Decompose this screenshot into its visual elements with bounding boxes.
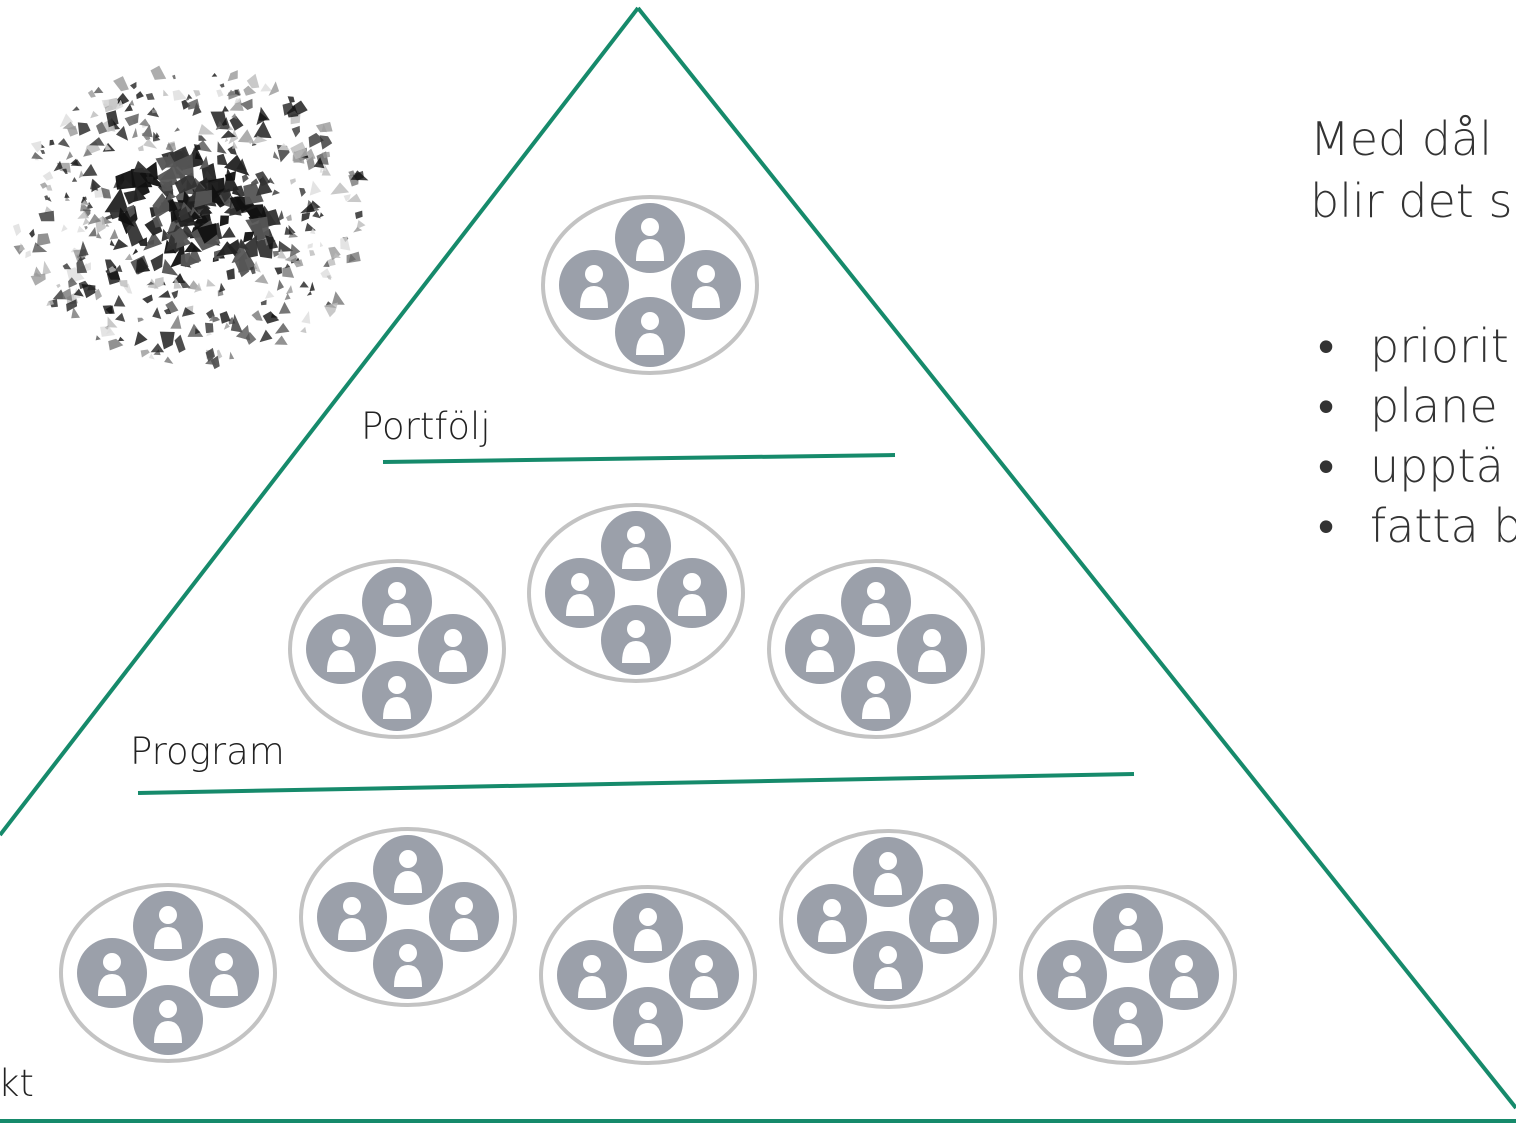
person-icon [613,987,683,1057]
person-icon [306,614,376,684]
person-icon [133,985,203,1055]
person-icon [853,837,923,907]
person-icon [897,614,967,684]
person-icon [613,893,683,963]
people-group-icon [541,195,759,375]
portfolio-divider [382,453,896,464]
bullet-list: priorit plane upptä fatta b [1318,316,1516,556]
person-icon [841,661,911,731]
people-group-icon [527,503,745,683]
person-icon [853,931,923,1001]
person-icon [797,884,867,954]
person-icon [429,882,499,952]
person-icon [909,884,979,954]
person-icon [557,940,627,1010]
program-divider [137,772,1135,795]
people-group-icon [288,559,506,739]
person-icon [671,250,741,320]
program-label: Program [130,730,285,773]
person-icon [77,938,147,1008]
person-icon [841,567,911,637]
headline-line-1: Med dål [1310,112,1492,166]
person-icon [545,558,615,628]
group-circles [59,195,1237,1065]
people-group-icon [1019,885,1237,1065]
people-group-icon [539,885,757,1065]
person-icon [362,661,432,731]
person-icon [615,203,685,273]
person-icon [1037,940,1107,1010]
project-label: kt [0,1062,34,1105]
pyramid-left-edge [0,6,640,837]
people-group-icon [767,559,985,739]
shattered-fragments-image [12,65,369,370]
person-icon [373,929,443,999]
person-icon [1149,940,1219,1010]
headline-line-2: blir det s [1310,174,1513,228]
people-group-icon [779,829,997,1009]
person-icon [189,938,259,1008]
person-icon [373,835,443,905]
people-group-icon [59,883,277,1063]
person-icon [133,891,203,961]
bullet-item: fatta b [1318,496,1516,556]
person-icon [657,558,727,628]
person-icon [418,614,488,684]
person-icon [785,614,855,684]
bullet-item: plane [1318,376,1516,436]
bullet-item: priorit [1318,316,1516,376]
people-group-icon [299,827,517,1007]
person-icon [601,605,671,675]
portfolio-label: Portfölj [361,405,491,448]
person-icon [1093,893,1163,963]
pyramid-right-edge [636,6,1516,1110]
person-icon [559,250,629,320]
headline-text: Med dål blir det s [1310,108,1512,232]
person-icon [669,940,739,1010]
person-icon [362,567,432,637]
bullet-item: upptä [1318,436,1516,496]
person-icon [601,511,671,581]
person-icon [1093,987,1163,1057]
person-icon [615,297,685,367]
person-icon [317,882,387,952]
